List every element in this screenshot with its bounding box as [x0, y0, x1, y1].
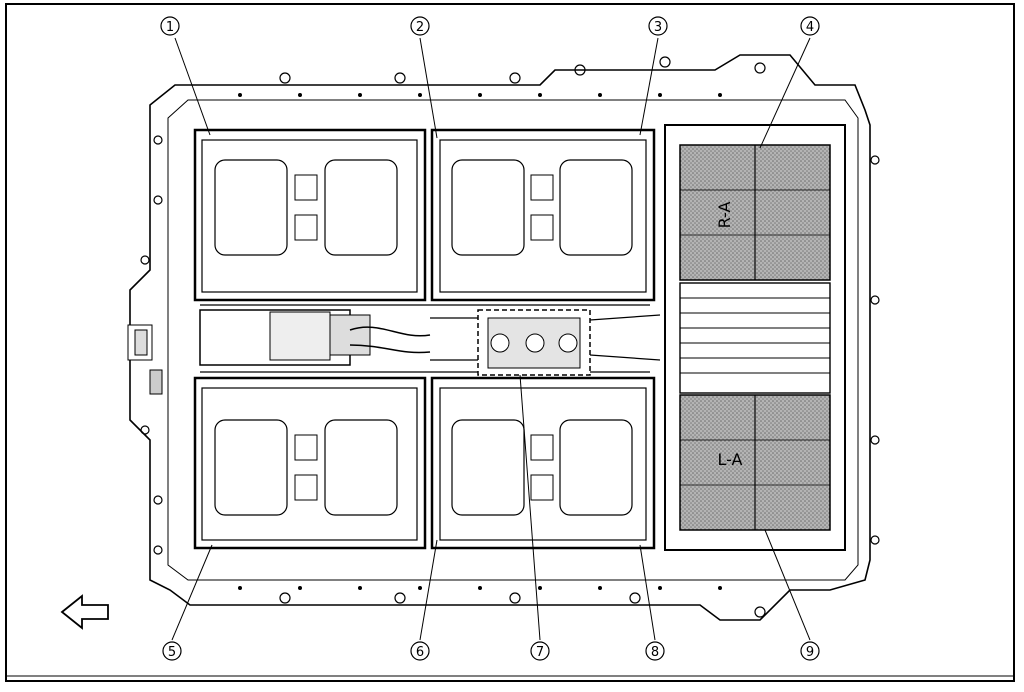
svg-text:2: 2 [416, 20, 424, 35]
svg-text:5: 5 [168, 645, 176, 660]
module-right-lower [679, 394, 831, 531]
callout-5: 5 [162, 641, 182, 661]
left-connector-block [127, 324, 163, 395]
callout-1: 1 [160, 16, 180, 36]
arrow-left-outline-icon [60, 594, 109, 630]
svg-text:3: 3 [654, 20, 662, 35]
module-right-upper [679, 144, 831, 281]
tray-outline [129, 54, 871, 621]
svg-text:7: 7 [536, 645, 544, 660]
tray-inner-outline [167, 99, 859, 581]
module-frame-lower-middle [430, 376, 656, 550]
module-frame-upper-middle [430, 128, 656, 302]
junction-box-left [199, 309, 431, 366]
page-border [5, 3, 1015, 682]
callout-4: 4 [800, 16, 820, 36]
callout-8: 8 [645, 641, 665, 661]
svg-text:8: 8 [651, 645, 659, 660]
module-frame-lower-left [193, 376, 427, 550]
svg-text:4: 4 [806, 20, 814, 35]
junction-block-center [477, 309, 591, 376]
callout-3: 3 [648, 16, 668, 36]
module-frame-upper-left [193, 128, 427, 302]
svg-text:6: 6 [416, 645, 424, 660]
svg-text:9: 9 [806, 645, 814, 660]
callout-2: 2 [410, 16, 430, 36]
small-holes-top [238, 93, 722, 590]
callout-9: 9 [800, 641, 820, 661]
leader-lines [171, 37, 811, 641]
mounting-holes [140, 56, 880, 618]
module-label-lower-right: L-A [718, 450, 743, 469]
module-label-upper-right: R-A [715, 202, 734, 229]
svg-text:1: 1 [166, 20, 174, 35]
callout-7: 7 [530, 641, 550, 661]
cell-stack-right-middle [679, 282, 831, 394]
callout-6: 6 [410, 641, 430, 661]
module-right-frame [664, 124, 846, 551]
